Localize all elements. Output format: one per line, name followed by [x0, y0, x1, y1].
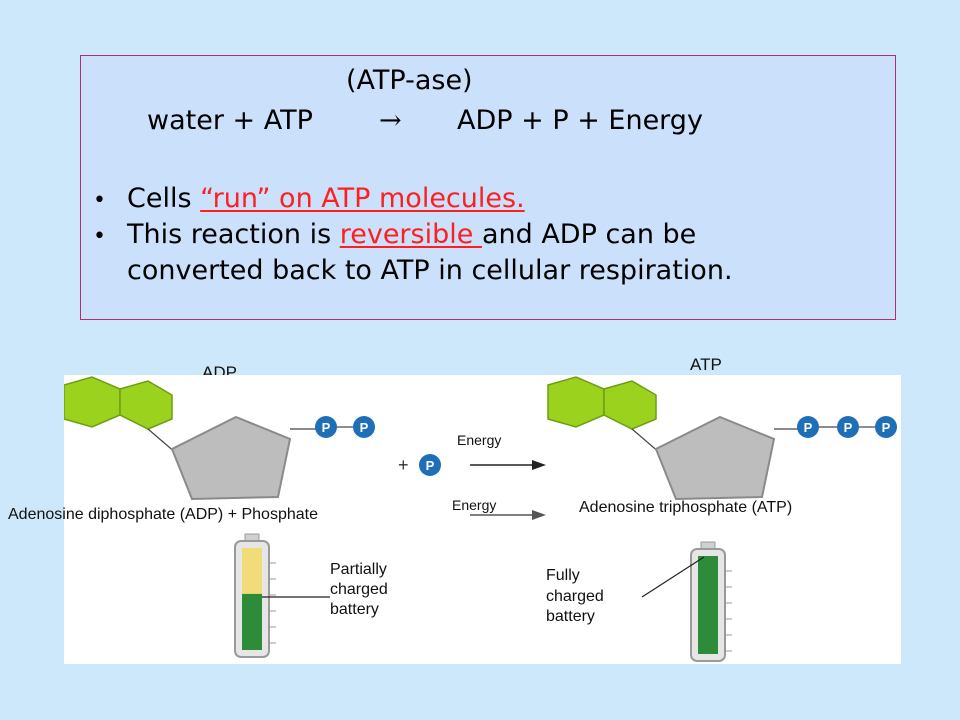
bullet-2-prefix: This reaction is	[127, 219, 340, 250]
energy-label-top: Energy	[457, 432, 502, 448]
atp-molecule	[547, 376, 808, 501]
full-battery-charge	[698, 556, 718, 654]
partial-battery	[234, 533, 330, 658]
equation-left: water + ATP	[147, 105, 313, 136]
atp-adenine-ring-1	[547, 376, 605, 428]
full-battery-label-line3: battery	[546, 608, 595, 625]
atp-adp-figure: P P + P P P P	[63, 375, 901, 664]
partial-battery-label-line1: Partially	[330, 561, 387, 578]
svg-text:P: P	[844, 420, 853, 435]
full-battery-label-line2: charged	[546, 587, 604, 605]
free-phosphate: P	[419, 454, 441, 476]
svg-text:P: P	[360, 420, 369, 435]
full-battery-label-line1: Fully	[546, 567, 580, 584]
bullet-1-highlight: “run” on ATP molecules.	[200, 183, 525, 214]
energy-label-bottom: Energy	[452, 497, 497, 513]
summary-box: (ATP-ase) water + ATP → ADP + P + Energy…	[80, 55, 896, 320]
adp-molecule	[63, 376, 326, 501]
atp-caption: Adenosine triphosphate (ATP)	[579, 499, 793, 516]
bullet-2-highlight: reversible	[339, 219, 482, 250]
adp-ribose-sugar	[170, 415, 292, 501]
bullet-2: This reaction is reversible and ADP can …	[127, 218, 696, 252]
svg-text:P: P	[426, 458, 435, 473]
bullet-2-line2: converted back to ATP in cellular respir…	[127, 255, 733, 286]
bullet-1: Cells “run” on ATP molecules.	[127, 182, 525, 216]
bullet-1-prefix: Cells	[127, 183, 201, 214]
partial-battery-label: Partially charged battery	[330, 560, 388, 620]
bullet-dot-1: •	[93, 188, 106, 213]
atp-phosphate-chain: P P P	[797, 416, 897, 438]
molecule-diagram: P P + P P P P	[63, 376, 897, 662]
atp-adenine-ring-2	[603, 380, 657, 430]
partial-battery-label-line2: charged	[330, 581, 388, 598]
adp-adenine-ring-1	[63, 376, 121, 428]
svg-text:P: P	[322, 420, 331, 435]
adp-adenine-ring-2	[119, 380, 173, 430]
partial-battery-label-line3: battery	[330, 601, 379, 618]
svg-text:P: P	[882, 420, 891, 435]
svg-text:P: P	[804, 420, 813, 435]
bullet-dot-2: •	[93, 224, 106, 249]
adp-phosphate-chain: P P	[315, 416, 375, 438]
adp-caption: Adenosine diphosphate (ADP) + Phosphate	[8, 506, 318, 523]
plus-sign: +	[398, 455, 409, 475]
full-battery	[641, 541, 732, 662]
partial-battery-charge	[242, 593, 262, 650]
full-battery-label: Fully charged battery	[546, 566, 604, 628]
reaction-arrow: →	[379, 105, 402, 136]
equation-right: ADP + P + Energy	[457, 105, 703, 136]
enzyme-label: (ATP-ase)	[346, 65, 473, 96]
atp-title: ATP	[690, 355, 722, 374]
atp-ribose-sugar	[654, 415, 776, 501]
bullet-2-suffix: and ADP can be	[481, 219, 697, 250]
